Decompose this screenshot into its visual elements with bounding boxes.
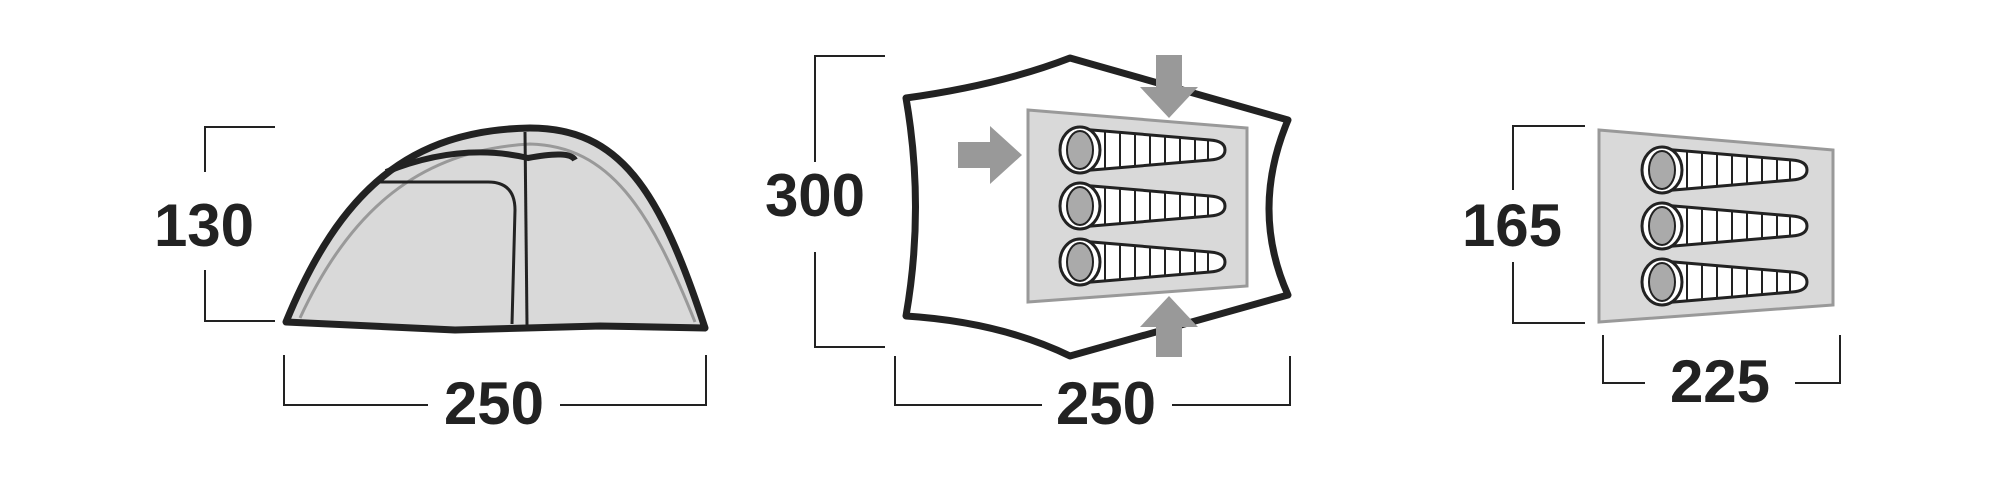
side-width-label: 250 bbox=[444, 370, 544, 437]
top-length-dimension-line bbox=[814, 55, 885, 348]
sleeping-bag-group bbox=[1640, 145, 1809, 307]
top-view: 300 250 bbox=[765, 54, 1292, 437]
side-height-label: 130 bbox=[154, 192, 254, 259]
inner-height-dimension-line bbox=[1512, 125, 1585, 324]
top-width-dimension-line bbox=[894, 356, 1291, 406]
inner-tent-view: 165 225 bbox=[1462, 125, 1841, 415]
side-height-dimension-line bbox=[204, 126, 275, 322]
tent-side-view-icon bbox=[282, 124, 709, 334]
entrance-arrow-icon bbox=[1140, 55, 1198, 118]
top-length-label: 300 bbox=[765, 162, 865, 229]
inner-width-dimension-line bbox=[1602, 335, 1841, 384]
sleeping-bag-group bbox=[1058, 125, 1227, 287]
inner-height-label: 165 bbox=[1462, 192, 1562, 259]
entrance-arrow-icon bbox=[958, 126, 1022, 184]
side-view: 130 250 bbox=[154, 124, 709, 437]
side-width-dimension-line bbox=[283, 355, 707, 406]
top-width-label: 250 bbox=[1056, 370, 1156, 437]
entrance-arrow-icon bbox=[1140, 296, 1198, 357]
inner-width-label: 225 bbox=[1670, 348, 1770, 415]
